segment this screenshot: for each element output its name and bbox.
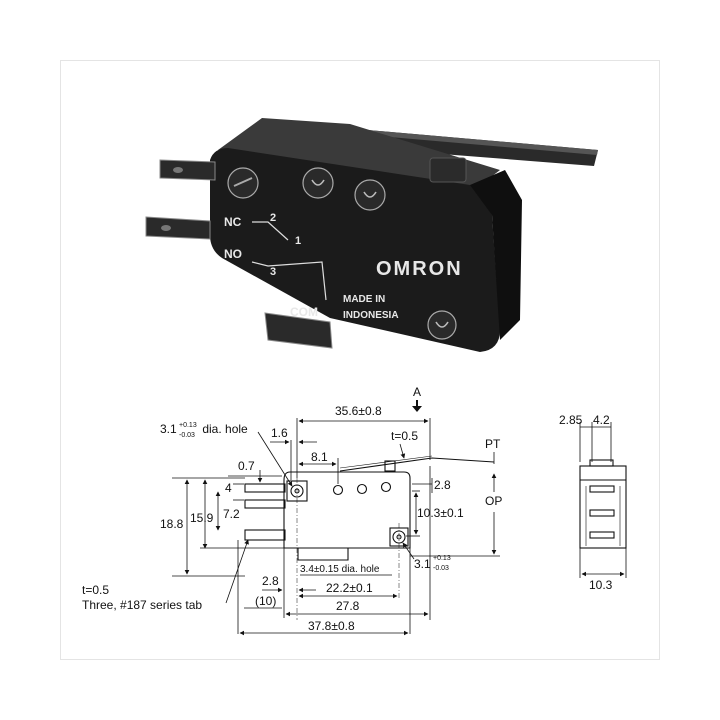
- dim-10-3: 10.3: [589, 578, 613, 592]
- tab-terminal-middle: [145, 216, 211, 240]
- tab-note-line2: Three, #187 series tab: [82, 598, 202, 612]
- dim-1-6: 1.6: [271, 426, 288, 440]
- dim-27-8: 27.8: [336, 599, 360, 613]
- dim-7-2: 7.2: [223, 507, 240, 521]
- dim-10-paren: (10): [255, 594, 276, 608]
- dim-2-8-bottom: 2.8: [262, 574, 279, 588]
- drawing-terminal-mid: [244, 499, 286, 509]
- dim-37-8: 37.8±0.8: [308, 619, 355, 633]
- actuator-label: A: [413, 385, 421, 399]
- front-view-drawing: A 35.6±0.8 3.1 +0.13 -0.03 dia. hole 1.6…: [82, 385, 502, 636]
- dim-18-8: 18.8: [160, 517, 184, 531]
- actuator-arrow-icon: [412, 400, 422, 412]
- drawing-hole-mid2: [356, 483, 368, 495]
- dim-hole-right-tol-plus: +0.13: [433, 555, 451, 562]
- terminal-label-no: NO: [224, 247, 242, 261]
- drawing-terminal-top: [244, 483, 286, 493]
- dim-hole-left-tol-plus: +0.13: [179, 422, 197, 429]
- figure-frame: [60, 60, 660, 660]
- mount-hole-3: [427, 310, 457, 340]
- dim-2-85: 2.85: [559, 413, 583, 427]
- side-view-drawing: 2.85 4.2 10.3: [559, 413, 627, 592]
- plunger: [429, 157, 467, 183]
- drawing-terminal-low: [244, 529, 286, 541]
- dim-15-9: 15.9: [190, 511, 214, 525]
- dim-hole-left-tol-minus: -0.03: [179, 432, 195, 439]
- dim-hole-small: 3.4±0.15 dia. hole: [300, 564, 380, 575]
- switch-body: [210, 148, 500, 352]
- side-body: [579, 465, 627, 549]
- drawing-hole-mid3: [380, 481, 392, 493]
- brand-logo: OMRON: [376, 258, 463, 280]
- pin-label-3: 3: [270, 266, 276, 278]
- dim-t05-top: t=0.5: [391, 429, 418, 443]
- dim-pt: PT: [485, 437, 501, 451]
- tab-note-line1: t=0.5: [82, 583, 109, 597]
- dim-op: OP: [485, 494, 502, 508]
- dim-35-6: 35.6±0.8: [335, 404, 382, 418]
- dim-4: 4: [225, 481, 232, 495]
- dim-0-7: 0.7: [238, 459, 255, 473]
- dim-hole-left-suffix: dia. hole: [199, 422, 248, 436]
- dim-2-8-right: 2.8: [434, 478, 451, 492]
- side-plunger: [589, 459, 614, 467]
- dim-8-1: 8.1: [311, 450, 328, 464]
- pin-label-1: 1: [295, 235, 301, 247]
- drawing-lever: [339, 457, 495, 472]
- mount-hole-2: [354, 179, 386, 211]
- dim-hole-left-main: 3.1: [160, 422, 177, 436]
- made-in-line2: INDONESIA: [343, 310, 399, 321]
- mount-hole-1: [302, 167, 334, 199]
- switch-photo: NC 2 1 NO 3 COM MADE IN INDONESIA OMRON: [145, 118, 598, 352]
- dim-10-3-01: 10.3±0.1: [417, 506, 464, 520]
- tab-terminal-bottom: [264, 312, 333, 349]
- drawing-hole-mid1: [332, 484, 344, 496]
- terminal-label-nc: NC: [224, 215, 242, 229]
- pin-label-2: 2: [270, 212, 276, 224]
- terminal-label-com: COM: [290, 305, 318, 319]
- dim-4-2: 4.2: [593, 413, 610, 427]
- dim-hole-right-main: 3.1: [414, 557, 431, 571]
- made-in-line1: MADE IN: [343, 294, 385, 305]
- dim-22-2: 22.2±0.1: [326, 581, 373, 595]
- drawing-body-outline: [283, 471, 411, 549]
- dim-hole-right-tol-minus: -0.03: [433, 565, 449, 572]
- tab-terminal-top: [159, 159, 216, 181]
